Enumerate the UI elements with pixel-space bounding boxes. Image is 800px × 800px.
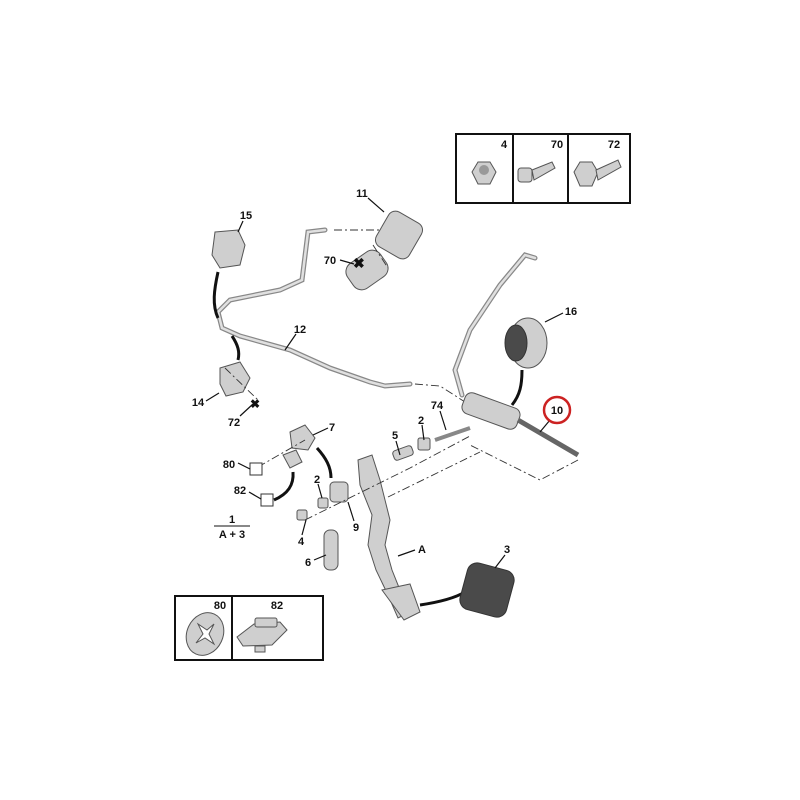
nut-icon (471, 161, 497, 185)
legend-frame (174, 595, 324, 661)
star-washer-icon (185, 612, 225, 656)
callout-10[interactable]: 10 (551, 405, 563, 417)
fastener-legend: 4 70 72 (455, 133, 631, 204)
bracket-15 (211, 229, 246, 319)
callout-72: 72 (228, 417, 240, 429)
clip-14 (219, 335, 259, 401)
legend-frame (455, 133, 631, 204)
assembly-note-numerator: 1 (229, 514, 235, 526)
callout-70: 70 (324, 255, 336, 267)
master-cylinder (452, 252, 580, 481)
callout-4: 4 (298, 536, 305, 548)
leader-lines (205, 197, 564, 569)
hydraulic-pipe (215, 227, 466, 403)
flange-bolt-icon (573, 159, 622, 187)
callout-5: 5 (392, 430, 398, 442)
callout-74: 74 (431, 400, 444, 412)
callout-82: 82 (234, 485, 246, 497)
callout-7: 7 (329, 422, 335, 434)
switch-7 (249, 424, 333, 507)
callout-15: 15 (240, 210, 252, 222)
callout-2: 2 (314, 474, 320, 486)
callout-6: 6 (305, 557, 311, 569)
legend-ref-80: 80 (214, 600, 226, 612)
bolt-icon (517, 161, 556, 183)
callout-12: 12 (294, 324, 306, 336)
clip-legend: 80 82 (174, 595, 324, 661)
callout-9: 9 (353, 522, 359, 534)
callout-labels: 11 15 70 16 12 14 72 10 74 7 5 2 80 2 82… (192, 188, 577, 569)
grommet-16 (504, 317, 548, 406)
cross-mark-icon: ✖ (250, 397, 260, 411)
pedal-pad-3 (459, 562, 515, 618)
assembly-note-denominator: A + 3 (219, 529, 245, 541)
callout-3: 3 (504, 544, 510, 556)
legend-ref-4: 4 (501, 139, 508, 151)
legend-ref-72: 72 (608, 139, 620, 151)
clip-icon (236, 617, 288, 653)
legend-ref-70: 70 (551, 139, 563, 151)
callout-11: 11 (356, 188, 368, 200)
callout-14: 14 (192, 397, 205, 409)
assembly-note: 1 A + 3 (214, 514, 250, 541)
cross-mark-icon: ✖ (353, 255, 365, 271)
slave-cylinder (345, 210, 424, 291)
callout-A: A (418, 544, 426, 556)
callout-80: 80 (223, 459, 235, 471)
highlight-circle (542, 395, 572, 425)
callout-2: 2 (418, 415, 424, 427)
legend-ref-82: 82 (271, 600, 283, 612)
callout-16: 16 (565, 306, 577, 318)
